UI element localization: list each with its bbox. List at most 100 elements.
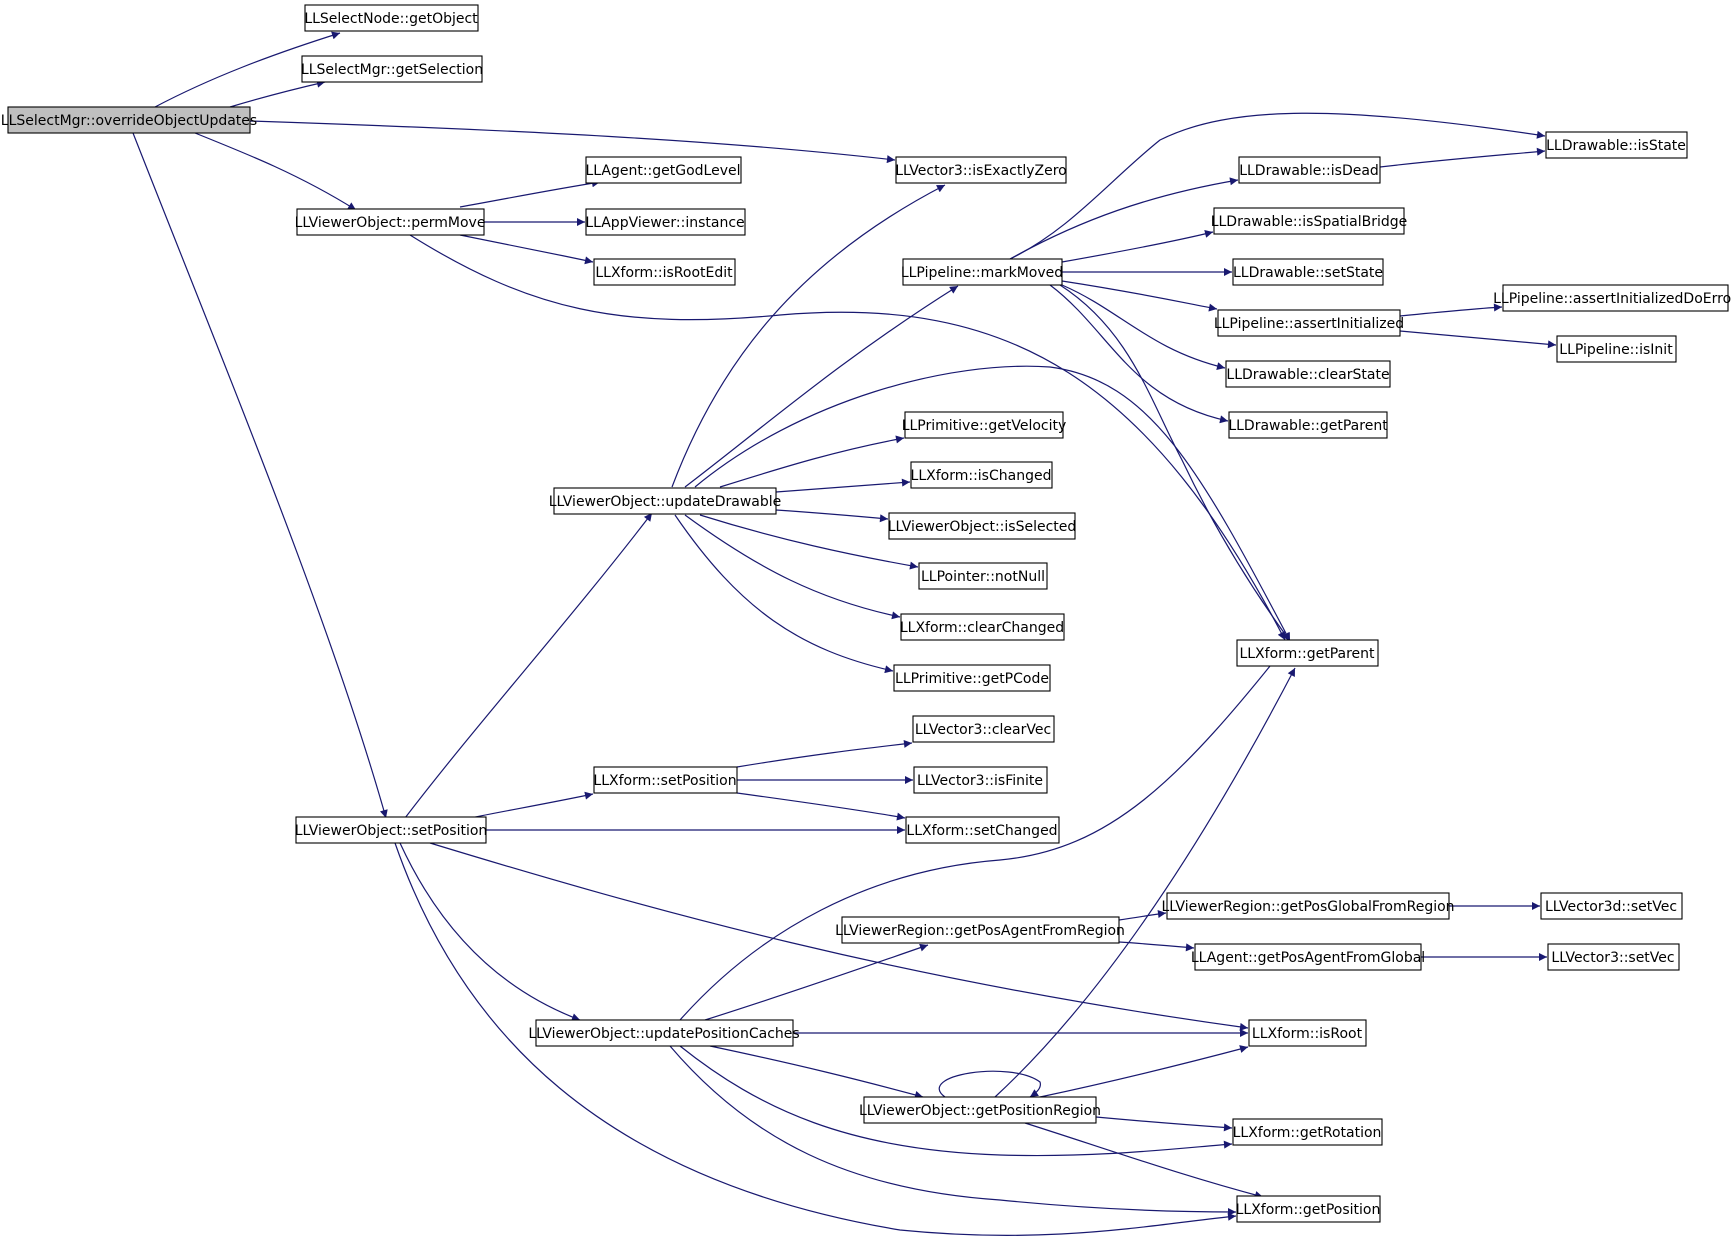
node-getSelection[interactable]: LLSelectMgr::getSelection: [301, 55, 483, 83]
svg-text:LLXform::isChanged: LLXform::isChanged: [911, 468, 1052, 484]
edge-updateDrawable-to-notNull: [699, 514, 919, 570]
edge-assertInitialized-to-isInit: [1399, 330, 1557, 349]
edge-getPositionRegion-to-isRoot: [1039, 1045, 1249, 1098]
edge-updatePositionCaches-to-getParent: [679, 640, 1291, 1021]
node-isState[interactable]: LLDrawable::isState: [1545, 131, 1688, 159]
edge-updateDrawable-to-getParent: [694, 365, 1291, 642]
node-getParentDrawable[interactable]: LLDrawable::getParent: [1228, 411, 1388, 439]
edge-overrideObjectUpdates-to-setPosition: [132, 132, 388, 819]
node-updateDrawable[interactable]: LLViewerObject::updateDrawable: [549, 487, 782, 515]
node-getPositionRegion[interactable]: LLViewerObject::getPositionRegion: [859, 1096, 1101, 1124]
node-permMove[interactable]: LLViewerObject::permMove: [295, 208, 486, 236]
node-isInit[interactable]: LLPipeline::isInit: [1556, 335, 1677, 363]
node-isRoot[interactable]: LLXform::isRoot: [1248, 1019, 1367, 1047]
node-getParent[interactable]: LLXform::getParent: [1236, 639, 1379, 667]
edge-updateDrawable-to-isExactlyZero: [671, 184, 946, 488]
node-instance[interactable]: LLAppViewer::instance: [585, 208, 746, 236]
node-updatePositionCaches[interactable]: LLViewerObject::updatePositionCaches: [528, 1019, 800, 1047]
svg-text:LLSelectNode::getObject: LLSelectNode::getObject: [304, 11, 478, 27]
svg-text:LLViewerObject::updatePosition: LLViewerObject::updatePositionCaches: [528, 1026, 799, 1042]
svg-text:LLXform::getRotation: LLXform::getRotation: [1233, 1125, 1382, 1141]
node-getObject[interactable]: LLSelectNode::getObject: [304, 4, 479, 32]
node-overrideObjectUpdates[interactable]: LLSelectMgr::overrideObjectUpdates: [1, 106, 257, 134]
svg-text:LLDrawable::isState: LLDrawable::isState: [1546, 138, 1686, 154]
svg-text:LLAgent::getPosAgentFromGlobal: LLAgent::getPosAgentFromGlobal: [1191, 950, 1425, 966]
call-edges: [132, 31, 1557, 1237]
svg-text:LLDrawable::getParent: LLDrawable::getParent: [1228, 418, 1388, 434]
edge-setPosition-to-xformSetPosition: [469, 791, 594, 819]
node-isSpatialBridge[interactable]: LLDrawable::isSpatialBridge: [1211, 207, 1408, 235]
svg-text:LLXform::getParent: LLXform::getParent: [1239, 646, 1375, 662]
svg-text:LLDrawable::clearState: LLDrawable::clearState: [1226, 367, 1389, 383]
edge-updatePositionCaches-to-getRotation: [679, 1045, 1233, 1157]
edge-getPosAgentFromRegion-to-getPosGlobalFromRegion: [1118, 910, 1167, 921]
node-markMoved[interactable]: LLPipeline::markMoved: [901, 258, 1063, 286]
svg-text:LLPrimitive::getPCode: LLPrimitive::getPCode: [895, 671, 1049, 687]
svg-text:LLPipeline::assertInitialized: LLPipeline::assertInitialized: [1214, 316, 1404, 332]
edge-updateDrawable-to-isChanged: [775, 478, 911, 493]
svg-text:LLViewerObject::updateDrawable: LLViewerObject::updateDrawable: [549, 494, 782, 510]
svg-text:LLPipeline::isInit: LLPipeline::isInit: [1559, 342, 1673, 358]
edge-updatePositionCaches-to-getPosition: [669, 1045, 1237, 1216]
node-getGodLevel[interactable]: LLAgent::getGodLevel: [585, 156, 742, 184]
node-setState[interactable]: LLDrawable::setState: [1232, 258, 1384, 286]
edge-permMove-to-getParent: [409, 234, 1286, 641]
edge-markMoved-to-getParentDrawable: [1049, 284, 1229, 424]
edge-getPositionRegion-to-getParent: [994, 667, 1296, 1098]
node-isRootEdit[interactable]: LLXform::isRootEdit: [593, 258, 736, 286]
node-clearState[interactable]: LLDrawable::clearState: [1225, 360, 1391, 388]
node-isSelected[interactable]: LLViewerObject::isSelected: [888, 512, 1077, 540]
svg-text:LLDrawable::setState: LLDrawable::setState: [1233, 265, 1383, 281]
svg-text:LLVector3::setVec: LLVector3::setVec: [1551, 950, 1674, 966]
node-assertInitializedDoError[interactable]: LLPipeline::assertInitializedDoError: [1493, 284, 1731, 312]
node-clearChanged[interactable]: LLXform::clearChanged: [900, 613, 1065, 641]
edge-getPositionRegion-to-getPosition: [1024, 1122, 1264, 1199]
node-setVec3d[interactable]: LLVector3d::setVec: [1540, 892, 1683, 920]
svg-text:LLAgent::getGodLevel: LLAgent::getGodLevel: [585, 163, 740, 179]
node-notNull[interactable]: LLPointer::notNull: [918, 562, 1048, 590]
node-getRotation[interactable]: LLXform::getRotation: [1232, 1118, 1383, 1146]
edge-setPosition-to-updateDrawable: [404, 512, 653, 819]
svg-text:LLAppViewer::instance: LLAppViewer::instance: [585, 215, 744, 231]
node-setChanged[interactable]: LLXform::setChanged: [905, 816, 1060, 844]
edge-markMoved-to-isDead: [1009, 177, 1239, 260]
edge-xformSetPosition-to-clearVec: [736, 739, 913, 768]
edge-updateDrawable-to-markMoved: [684, 285, 959, 488]
node-xformSetPosition[interactable]: LLXform::setPosition: [593, 766, 738, 794]
node-isExactlyZero[interactable]: LLVector3::isExactlyZero: [895, 156, 1067, 184]
node-getVelocity[interactable]: LLPrimitive::getVelocity: [902, 411, 1067, 439]
svg-text:LLVector3::clearVec: LLVector3::clearVec: [915, 722, 1051, 738]
svg-text:LLXform::isRootEdit: LLXform::isRootEdit: [595, 265, 733, 281]
edge-overrideObjectUpdates-to-getSelection: [229, 79, 326, 108]
svg-text:LLVector3::isExactlyZero: LLVector3::isExactlyZero: [895, 163, 1067, 179]
node-getPosAgentFromRegion[interactable]: LLViewerRegion::getPosAgentFromRegion: [835, 916, 1125, 944]
node-getPosAgentFromGlobal[interactable]: LLAgent::getPosAgentFromGlobal: [1191, 943, 1425, 971]
node-isDead[interactable]: LLDrawable::isDead: [1238, 156, 1381, 184]
node-getPosition[interactable]: LLXform::getPosition: [1236, 1195, 1381, 1223]
svg-text:LLSelectMgr::getSelection: LLSelectMgr::getSelection: [301, 62, 483, 78]
node-getPosGlobalFromRegion[interactable]: LLViewerRegion::getPosGlobalFromRegion: [1161, 892, 1455, 920]
svg-text:LLXform::getPosition: LLXform::getPosition: [1236, 1202, 1381, 1218]
node-isChanged[interactable]: LLXform::isChanged: [910, 461, 1053, 489]
edge-permMove-to-getGodLevel: [459, 179, 601, 208]
node-assertInitialized[interactable]: LLPipeline::assertInitialized: [1214, 309, 1404, 337]
edge-permMove-to-isRootEdit: [459, 234, 594, 265]
svg-text:LLViewerRegion::getPosAgentFro: LLViewerRegion::getPosAgentFromRegion: [835, 923, 1125, 939]
svg-text:LLViewerObject::isSelected: LLViewerObject::isSelected: [888, 519, 1077, 535]
node-setVec[interactable]: LLVector3::setVec: [1547, 943, 1680, 971]
node-setPosition[interactable]: LLViewerObject::setPosition: [295, 816, 488, 844]
edge-updateDrawable-to-clearChanged: [684, 514, 901, 620]
svg-text:LLVector3d::setVec: LLVector3d::setVec: [1545, 899, 1677, 915]
node-isFinite[interactable]: LLVector3::isFinite: [913, 766, 1048, 794]
svg-text:LLSelectMgr::overrideObjectUpd: LLSelectMgr::overrideObjectUpdates: [1, 113, 257, 129]
node-getPCode[interactable]: LLPrimitive::getPCode: [893, 664, 1051, 692]
edge-markMoved-to-isState: [1009, 112, 1546, 260]
edge-updateDrawable-to-getVelocity: [719, 435, 905, 488]
edge-xformSetPosition-to-setChanged: [736, 792, 906, 821]
edge-overrideObjectUpdates-to-isExactlyZero: [249, 120, 896, 164]
node-clearVec[interactable]: LLVector3::clearVec: [912, 715, 1055, 743]
svg-text:LLPrimitive::getVelocity: LLPrimitive::getVelocity: [902, 418, 1067, 434]
svg-text:LLPointer::notNull: LLPointer::notNull: [921, 569, 1045, 585]
svg-text:LLPipeline::markMoved: LLPipeline::markMoved: [901, 265, 1063, 281]
